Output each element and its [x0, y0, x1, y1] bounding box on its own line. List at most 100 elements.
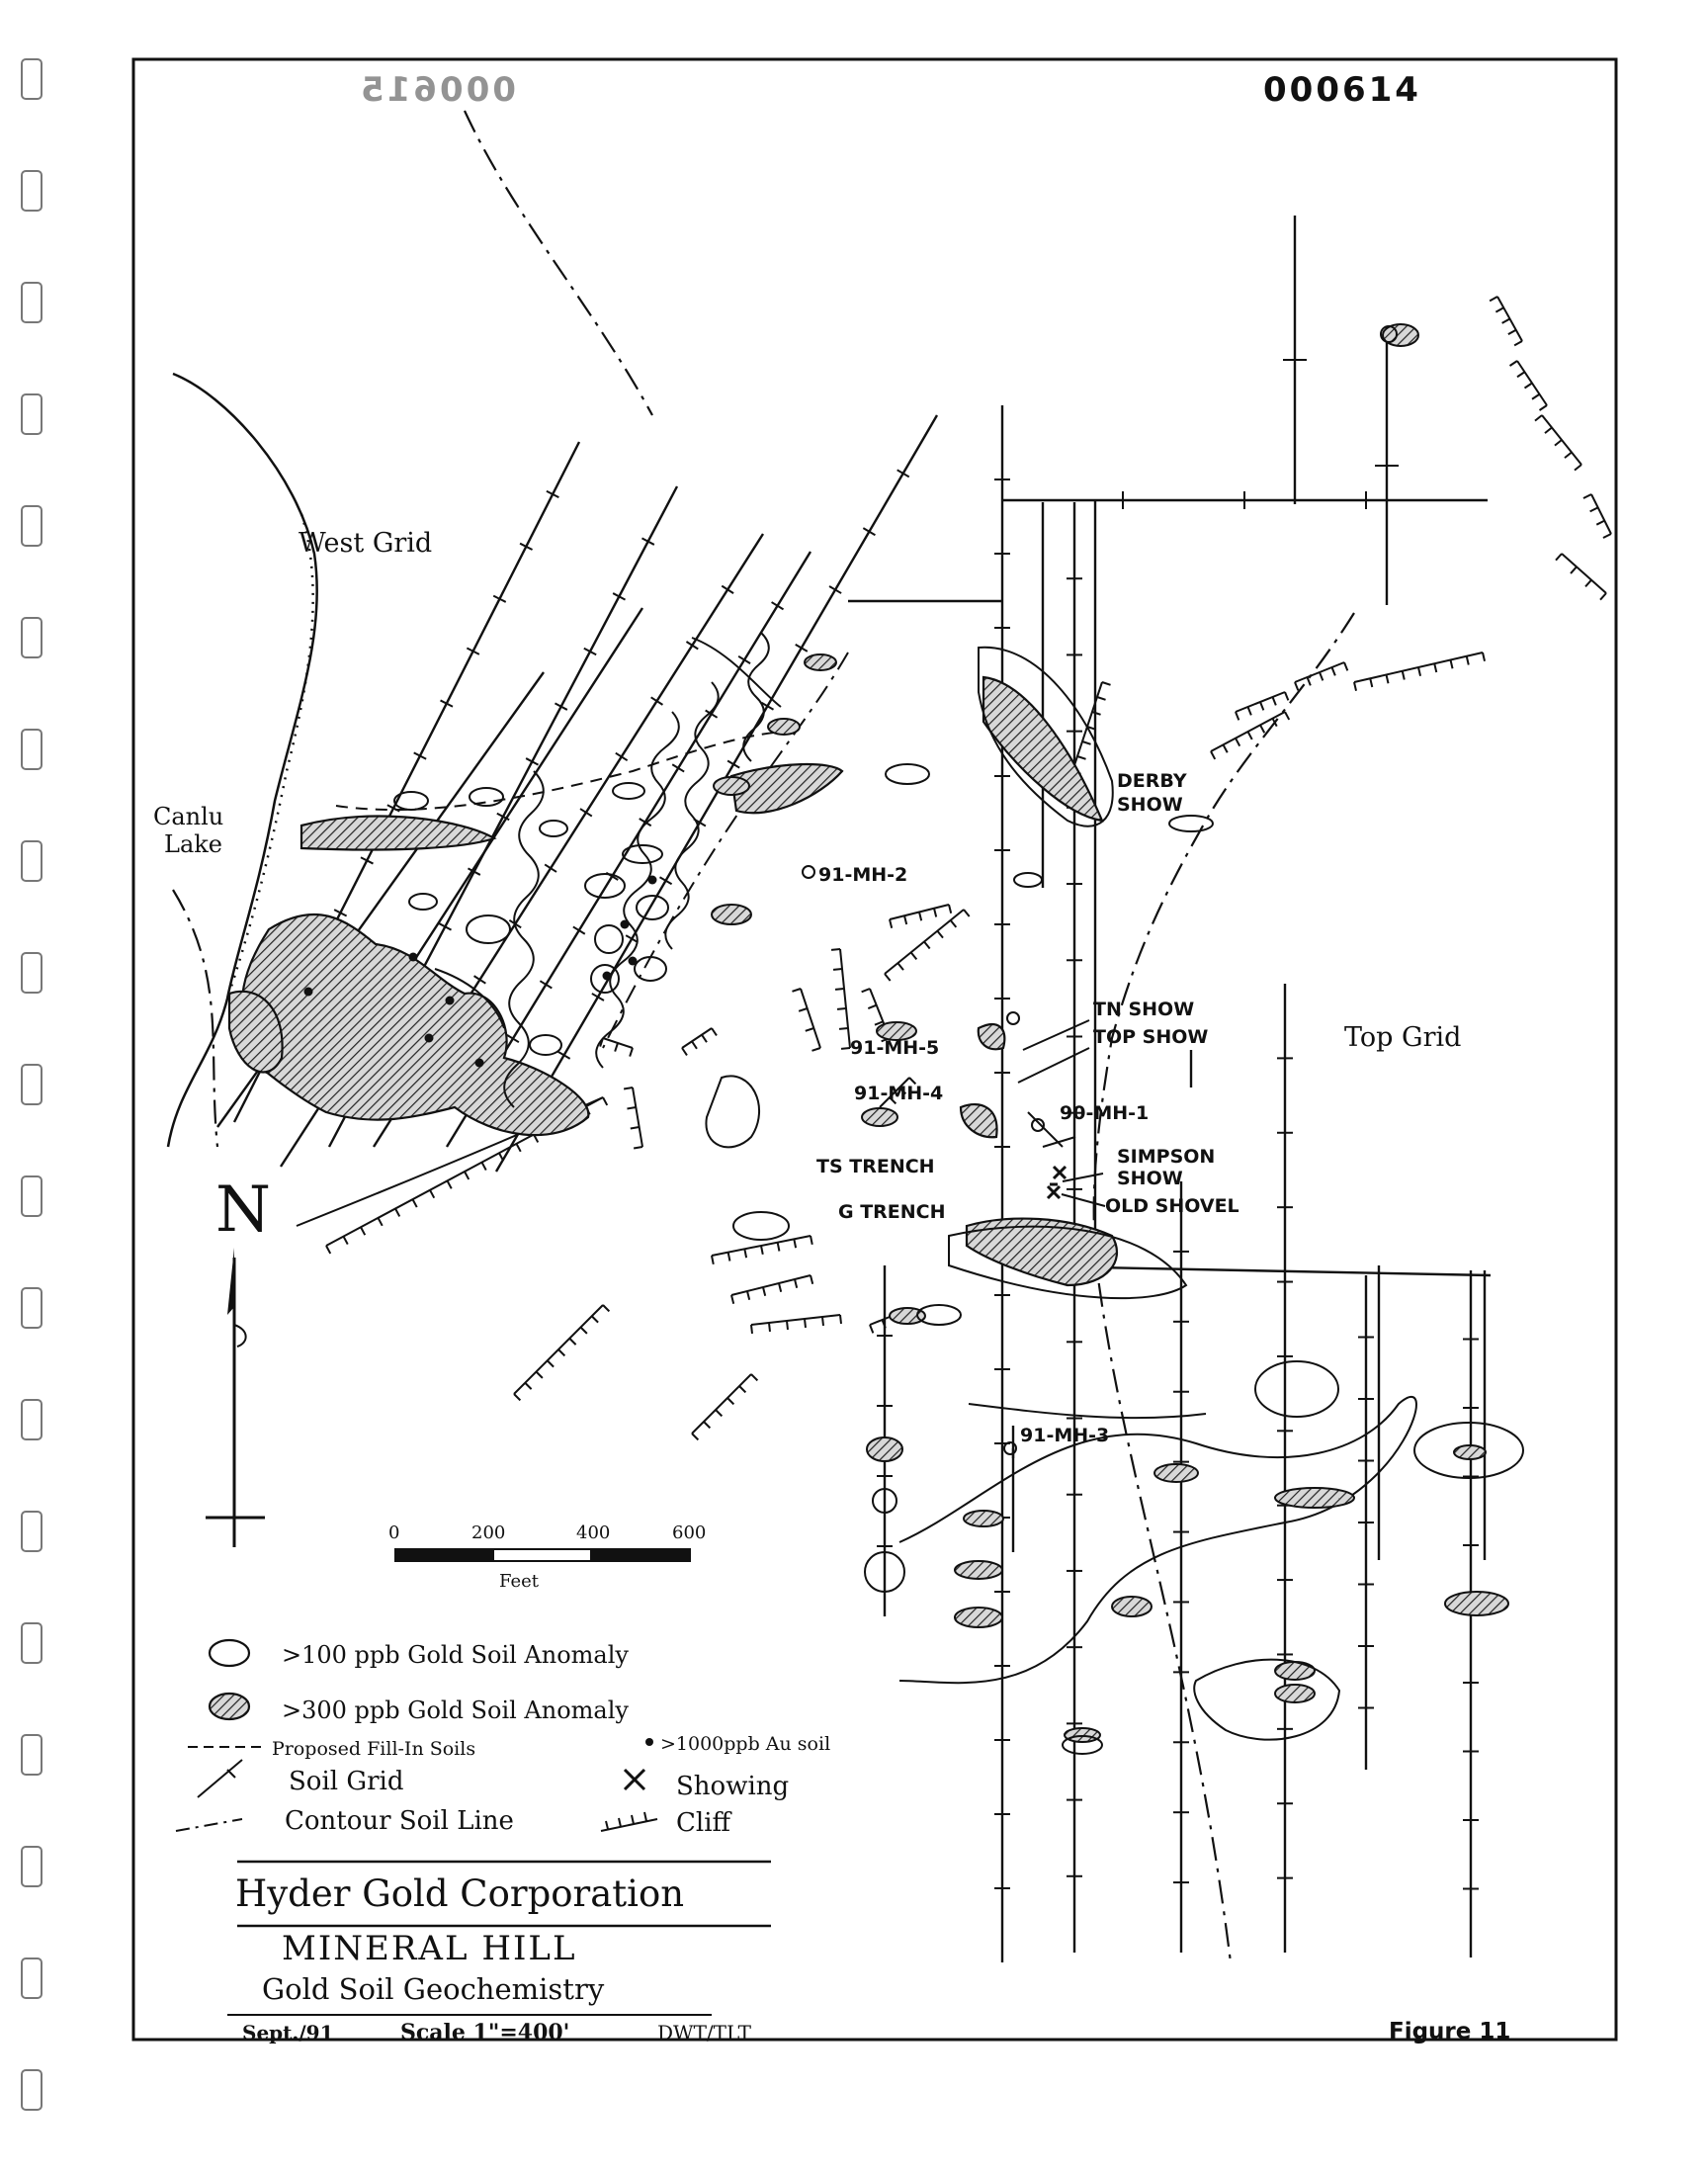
cliff-tick [794, 1278, 799, 1288]
cliff-tick [909, 951, 918, 960]
station-tick [591, 993, 605, 1001]
cliff-tick [810, 1235, 813, 1246]
cliff-tick [1284, 711, 1291, 721]
cliff-line [839, 948, 851, 1049]
binder-hole [21, 729, 43, 770]
station-tick [862, 527, 876, 537]
station-tick [795, 643, 809, 652]
title-block: Hyder Gold Corporation MINERAL HILL Gold… [227, 1860, 771, 2045]
anomaly-100ppb-ellipse [408, 893, 438, 911]
anomaly-100ppb-contour [595, 711, 680, 1069]
station-tick [685, 641, 699, 651]
binder-hole [21, 1064, 43, 1105]
cliff-tick [908, 1077, 917, 1086]
cliff-tick [918, 912, 923, 921]
anomaly-100ppb-ellipse [1062, 1735, 1103, 1755]
cliff-tick [1235, 738, 1241, 747]
cliff-tick [1534, 414, 1543, 422]
anomaly-300ppb-mh4 [959, 1103, 998, 1139]
station-tick [650, 696, 663, 706]
cliff-tick [1210, 750, 1217, 760]
anomaly-1000ppb-dot [647, 875, 657, 885]
anomaly-100ppb-ellipse [590, 964, 620, 994]
cliff-tick [821, 1316, 824, 1327]
cliff-tick [923, 940, 931, 950]
drill-hole-markers [802, 325, 1398, 1455]
anomaly-300ppb-group [227, 675, 1118, 1287]
cliff-line [1561, 553, 1607, 594]
cliff-tick [832, 968, 843, 971]
cliff-tick [360, 1226, 367, 1236]
legend-item-fill-in: Proposed Fill-In Soils [272, 1738, 475, 1760]
cliff-tick [1096, 696, 1106, 701]
anomaly-300ppb-small-ellipse [1453, 1444, 1487, 1460]
cliff-tick [515, 1143, 522, 1153]
cliff-tick [579, 1326, 588, 1335]
cliff-tick [711, 1027, 718, 1037]
station-tick [544, 863, 557, 873]
cliff-tick [884, 973, 892, 982]
cliff-tick [1401, 670, 1406, 680]
cliff-tick [1343, 661, 1349, 671]
anomaly-100ppb-ellipse [634, 956, 667, 982]
showing-icon [1046, 1182, 1062, 1200]
station-tick [360, 856, 374, 865]
station-tick [771, 601, 785, 611]
cliff-tick [793, 1239, 798, 1249]
cliff-tick [1582, 493, 1592, 499]
cliff-tick [869, 1324, 875, 1334]
station-tick [413, 751, 427, 760]
cliff-tick [480, 1162, 487, 1172]
anomaly-100ppb-east [1254, 1360, 1339, 1418]
cliff-tick [1482, 652, 1486, 661]
binder-hole [21, 1511, 43, 1552]
cliff-tick [429, 1189, 436, 1199]
top-show-label: TOP SHOW [1093, 1026, 1208, 1048]
station-tick [639, 818, 652, 827]
company-name: Hyder Gold Corporation [235, 1872, 684, 1915]
cliff-line [879, 1077, 910, 1108]
cliff-tick [1271, 696, 1277, 706]
anomaly-100ppb-south [1193, 1658, 1341, 1741]
cliff-tick [1417, 666, 1421, 676]
cliff-tick [861, 988, 871, 994]
cliff-tick [762, 1286, 767, 1296]
cliff-line [681, 1027, 713, 1049]
legend-item-cliff: Cliff [676, 1808, 733, 1838]
station-tick [572, 925, 586, 935]
cliff-tick [1259, 701, 1265, 711]
station-tick [468, 867, 481, 876]
station-tick [615, 751, 629, 762]
cliff-tick [881, 1319, 887, 1329]
anomaly-300ppb-small-ellipse [1274, 1684, 1316, 1703]
cliff-tick [711, 1255, 715, 1265]
anomaly-300ppb-small-ellipse [711, 904, 752, 925]
station-tick [583, 647, 597, 656]
binder-hole [21, 1958, 43, 1999]
cliff-tick [547, 1359, 555, 1368]
station-tick [658, 876, 673, 886]
cliff-tick [838, 1027, 849, 1030]
station-tick [519, 542, 534, 551]
anomaly-1000ppb-dot [628, 956, 638, 966]
mirrored-document-number: 000615 [358, 70, 516, 110]
binder-hole [21, 1287, 43, 1329]
binder-hole [21, 1734, 43, 1776]
anomaly-1000ppb-dots [303, 875, 657, 1068]
binder-hole [21, 617, 43, 658]
cliff-tick [1101, 681, 1111, 686]
anomaly-100ppb-ellipse [885, 763, 930, 785]
anomaly-100ppb-ellipse [872, 1488, 897, 1514]
station-tick [440, 699, 454, 708]
label-leader-lines [1017, 1019, 1106, 1207]
cliff-tick [1554, 439, 1563, 447]
g-trench-label: G TRENCH [838, 1201, 946, 1223]
anomaly-1000ppb-dot [602, 971, 612, 981]
anomaly-300ppb-small-ellipse [954, 1560, 1003, 1580]
cliff-tick [750, 1324, 753, 1335]
anomaly-100ppb-group [434, 637, 1524, 1741]
cliff-symbols [325, 296, 1612, 1441]
binder-hole [21, 58, 43, 100]
cliff-tick [1508, 360, 1518, 367]
north-letter: N [215, 1174, 271, 1247]
